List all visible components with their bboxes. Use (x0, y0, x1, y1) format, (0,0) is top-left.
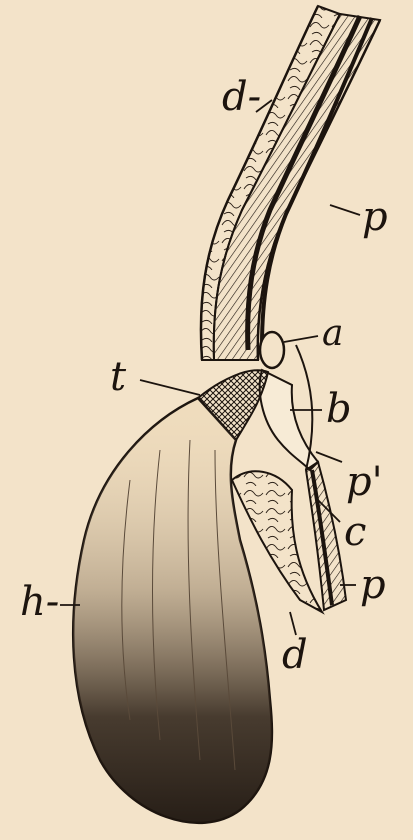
label-c: c (344, 509, 366, 555)
label-h: h- (20, 579, 59, 625)
label-p-top: p (362, 194, 388, 240)
label-p-bottom: p (360, 562, 386, 608)
hair-bulb (73, 398, 272, 823)
duct-opening (260, 332, 318, 470)
lower-muscle-layer (306, 462, 346, 610)
label-p-prime: p' (346, 459, 383, 505)
label-t: t (110, 354, 127, 400)
label-a: a (322, 313, 343, 354)
label-b: b (326, 386, 352, 432)
label-d-bottom: d (282, 632, 308, 678)
label-d-top: d- (222, 74, 261, 120)
